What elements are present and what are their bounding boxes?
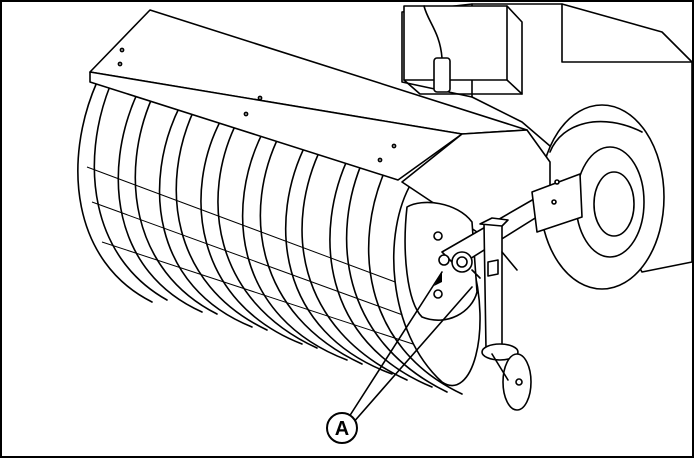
callout-a-bubble: A xyxy=(326,412,358,444)
caster-post xyxy=(479,217,518,350)
callout-a-leaders xyxy=(346,271,473,425)
callout-a-label: A xyxy=(335,418,349,440)
caster-wheel xyxy=(481,343,532,411)
brush-hood xyxy=(89,9,551,233)
engine-box xyxy=(403,5,523,95)
tractor-tire xyxy=(539,104,665,290)
brush-bristles xyxy=(77,81,463,395)
pivot-bolt-upper xyxy=(451,251,473,273)
hydraulic-hose xyxy=(423,5,451,93)
pivot-bolt-lower xyxy=(438,254,481,279)
